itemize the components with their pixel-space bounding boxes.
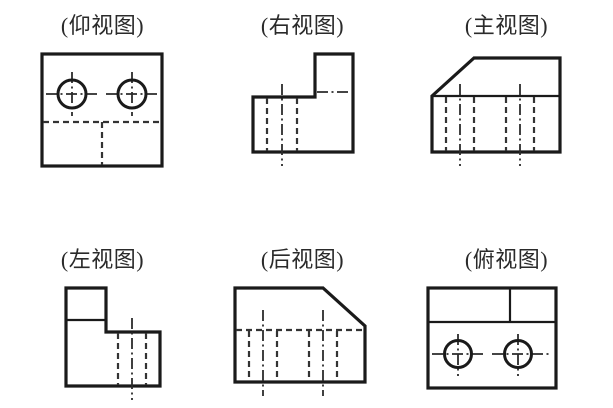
view-front-view: (主视图)	[400, 14, 613, 194]
view-label-bottom-view: (仰视图)	[60, 13, 145, 38]
view-drawing-front-view	[400, 48, 613, 168]
front-view-outline	[430, 56, 562, 154]
view-label-top-view: (俯视图)	[464, 247, 549, 272]
view-label-rear-view: (后视图)	[260, 247, 345, 272]
top-view-hole1	[443, 339, 473, 369]
top-view-outline	[426, 286, 558, 390]
bottom-view-hole2	[116, 78, 148, 110]
view-right-view: (右视图)	[205, 14, 400, 194]
rear-view-outline	[233, 286, 367, 384]
view-bottom-view: (仰视图)	[0, 14, 205, 194]
bottom-view-svg	[40, 52, 164, 168]
view-rear-view: (后视图)	[205, 248, 400, 408]
left-view-svg	[64, 286, 162, 400]
top-view-hole2	[503, 339, 533, 369]
right-view-svg	[251, 52, 355, 166]
rear-view-svg	[233, 286, 367, 396]
view-left-view: (左视图)	[0, 248, 205, 408]
front-view-svg	[430, 56, 562, 166]
view-drawing-rear-view	[205, 282, 400, 402]
view-label-left-view: (左视图)	[60, 247, 145, 272]
view-drawing-right-view	[205, 48, 400, 168]
view-drawing-bottom-view	[0, 48, 205, 168]
view-label-right-view: (右视图)	[260, 13, 345, 38]
bottom-view-outline	[40, 52, 164, 168]
view-label-front-view: (主视图)	[464, 13, 549, 38]
top-view-svg	[426, 286, 558, 390]
view-drawing-top-view	[400, 282, 613, 402]
view-top-view: (俯视图)	[400, 248, 613, 408]
view-drawing-left-view	[0, 282, 205, 402]
right-view-outline	[251, 52, 355, 154]
left-view-outline	[64, 286, 162, 388]
bottom-view-hole1	[56, 78, 88, 110]
